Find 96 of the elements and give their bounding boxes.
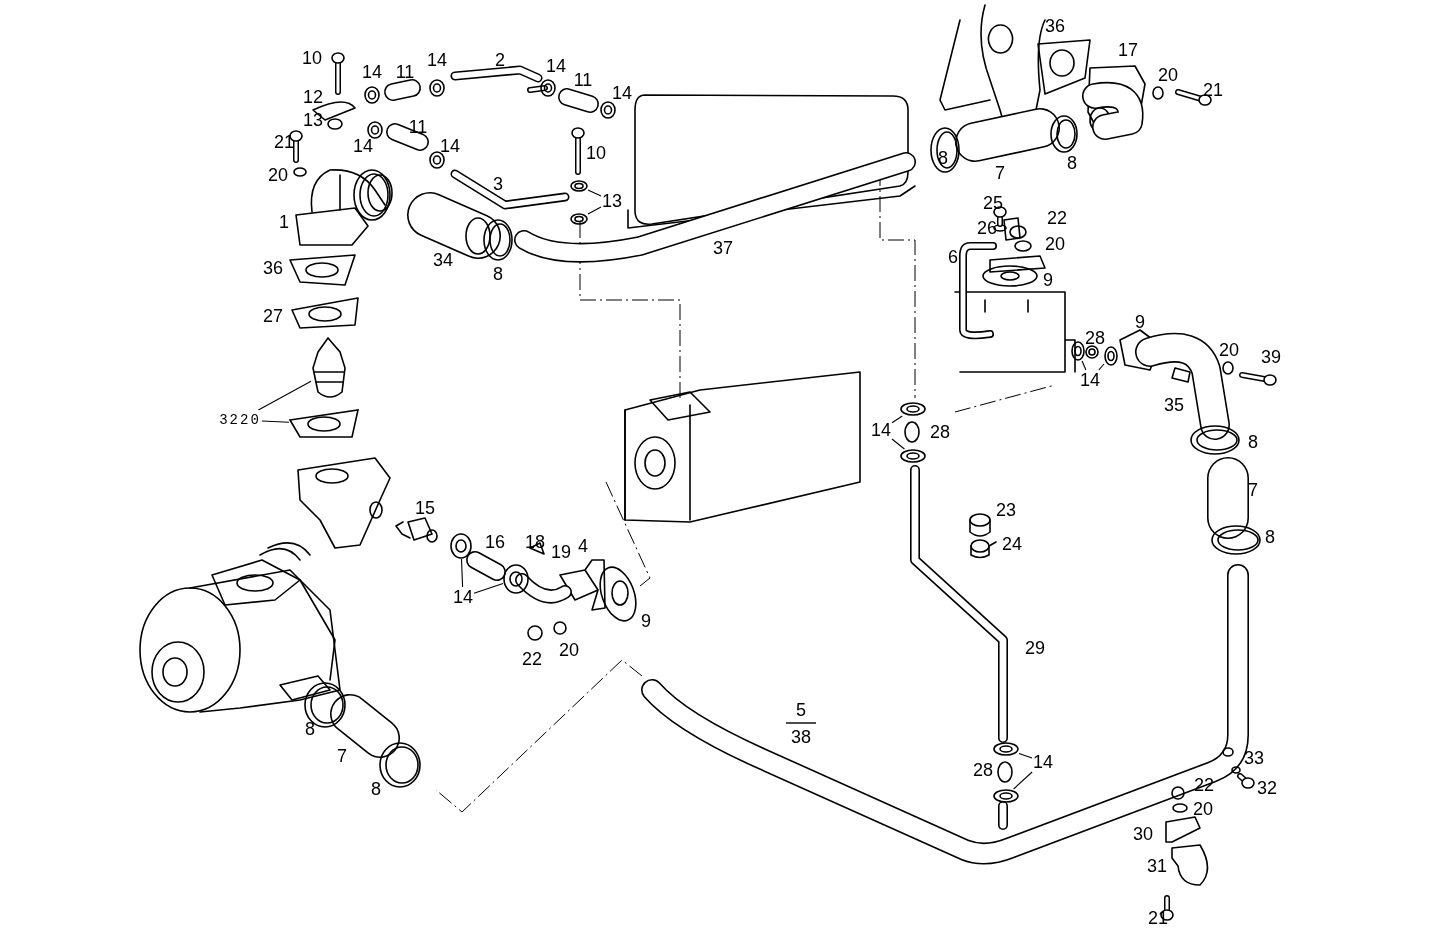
- callout-number: 34: [432, 250, 454, 270]
- callout-number: 14: [870, 420, 892, 440]
- callout-number: 28: [1084, 328, 1106, 348]
- callout-number: 20: [1218, 340, 1240, 360]
- leader-line: [587, 206, 602, 215]
- callout-number: 8: [1066, 153, 1078, 173]
- gasket-drawing: [289, 409, 360, 439]
- callout-number: 3: [492, 174, 504, 194]
- callout-number: 14: [426, 50, 448, 70]
- callout-number: 27: [262, 306, 284, 326]
- callout-number: 20: [1157, 65, 1179, 85]
- washer-drawing: [900, 402, 926, 416]
- callout-number: 5: [795, 700, 807, 720]
- leader-line: [1081, 360, 1087, 371]
- callout-number: 31: [1146, 856, 1168, 876]
- callout-number: 14: [361, 62, 383, 82]
- callout-number: 8: [1247, 432, 1259, 452]
- callout-number: 10: [301, 48, 323, 68]
- callout-number: 7: [994, 163, 1006, 183]
- callout-number: 21: [1202, 80, 1224, 100]
- callout-number: 14: [352, 136, 374, 156]
- leader-line: [587, 189, 602, 197]
- callout-number: 38: [790, 727, 812, 747]
- callout-number: 25: [982, 193, 1004, 213]
- callout-number: 13: [302, 110, 324, 130]
- callout-number: 9: [1134, 312, 1146, 332]
- callout-number: 19: [550, 542, 572, 562]
- callout-number: 32: [1256, 778, 1278, 798]
- callout-number: 23: [995, 500, 1017, 520]
- callout-number: 14: [611, 83, 633, 103]
- washer-drawing: [900, 449, 926, 463]
- callout-number: 8: [304, 719, 316, 739]
- callout-number: 8: [370, 779, 382, 799]
- washer-drawing: [570, 180, 588, 192]
- callout-number: 17: [1117, 40, 1139, 60]
- callout-number: 8: [937, 148, 949, 168]
- callout-number: 8: [1264, 527, 1276, 547]
- callout-number: 20: [558, 640, 580, 660]
- washer-drawing: [570, 213, 588, 225]
- hose-clamp-drawing: [1104, 346, 1118, 366]
- callout-number: 10: [585, 143, 607, 163]
- callout-number: 11: [407, 117, 429, 137]
- callout-number: 13: [601, 191, 623, 211]
- washer-drawing: [993, 742, 1019, 756]
- callout-number: 39: [1260, 347, 1282, 367]
- callout-number: 33: [1243, 748, 1265, 768]
- callout-number: 20: [1192, 799, 1214, 819]
- hose-clamp-drawing: [1071, 341, 1085, 361]
- callout-number: 16: [484, 532, 506, 552]
- callout-number: 28: [929, 422, 951, 442]
- callout-number: 30: [1132, 824, 1154, 844]
- leader-line: [460, 558, 464, 588]
- callout-number: 8: [492, 264, 504, 284]
- callout-number: 7: [1247, 480, 1259, 500]
- callout-number: 22: [1046, 208, 1068, 228]
- callout-number: 4: [577, 536, 589, 556]
- callout-number: 11: [394, 62, 416, 82]
- callout-number: 24: [1001, 534, 1023, 554]
- callout-number: 7: [336, 746, 348, 766]
- callout-number: 21: [1147, 908, 1169, 928]
- leader-line: [1018, 753, 1033, 759]
- leader-line: [891, 438, 905, 450]
- callout-number: 3220: [218, 410, 262, 430]
- callout-number: 11: [572, 70, 594, 90]
- callout-number: 29: [1024, 638, 1046, 658]
- callout-number: 14: [545, 56, 567, 76]
- callout-number: 28: [972, 760, 994, 780]
- callout-number: 9: [640, 611, 652, 631]
- callout-number: 22: [521, 649, 543, 669]
- callout-number: 35: [1163, 395, 1185, 415]
- hose-clamp-drawing: [450, 533, 472, 559]
- leader-line: [1013, 771, 1033, 790]
- callout-number: 2: [494, 50, 506, 70]
- leader-line: [473, 582, 504, 594]
- hose-clamp-drawing: [503, 564, 529, 594]
- callout-number: 9: [1042, 270, 1054, 290]
- leader-line: [891, 415, 903, 424]
- callout-number: 36: [262, 258, 284, 278]
- callout-number: 20: [1044, 234, 1066, 254]
- callout-number: 36: [1044, 16, 1066, 36]
- callout-number: 6: [947, 247, 959, 267]
- callout-number: 20: [267, 165, 289, 185]
- callout-number: 1: [278, 212, 290, 232]
- callout-number: 12: [302, 87, 324, 107]
- callout-number: 26: [976, 218, 998, 238]
- callout-number: 14: [439, 136, 461, 156]
- callout-number: 15: [414, 498, 436, 518]
- leader-line: [1098, 363, 1105, 371]
- leader-line: [261, 420, 290, 423]
- callout-number: 14: [1079, 370, 1101, 390]
- callout-number: 21: [273, 132, 295, 152]
- callout-number: 14: [452, 587, 474, 607]
- washer-drawing: [993, 789, 1019, 803]
- leader-line: [257, 380, 312, 411]
- callout-number: 37: [712, 238, 734, 258]
- callout-number: 14: [1032, 752, 1054, 772]
